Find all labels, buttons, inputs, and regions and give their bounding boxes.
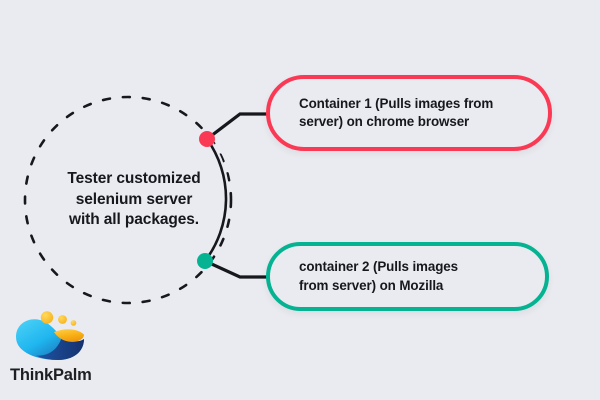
connector-to-chrome [204,112,272,142]
logo-dot-small [70,320,77,326]
connector-to-mozilla [202,258,274,279]
logo-dot-large [40,311,54,324]
connector-dot-mozilla[interactable] [197,253,213,269]
connector-dot-chrome[interactable] [199,131,215,147]
thinkpalm-logo-mark [16,311,84,360]
logo-crescent-shape [54,329,84,342]
logo-dot-medium [58,315,67,324]
thinkpalm-logo: ThinkPalm [8,308,128,394]
thinkpalm-wordmark: ThinkPalm [10,366,92,384]
selenium-server-node[interactable]: Tester customized selenium server with a… [25,97,231,303]
container-1-chrome-label: Container 1 (Pulls images from server) o… [299,95,494,129]
container-1-chrome-node[interactable]: Container 1 (Pulls images from server) o… [266,75,552,151]
selenium-server-label: Tester customized selenium server with a… [67,170,201,229]
container-2-mozilla-node[interactable]: container 2 (Pulls images from server) o… [266,242,549,311]
server-circle-right-arc [203,137,228,263]
server-circle-dashed [23,95,233,305]
logo-wave-shadow [36,336,84,360]
container-2-mozilla-label: container 2 (Pulls images from server) o… [299,259,458,293]
